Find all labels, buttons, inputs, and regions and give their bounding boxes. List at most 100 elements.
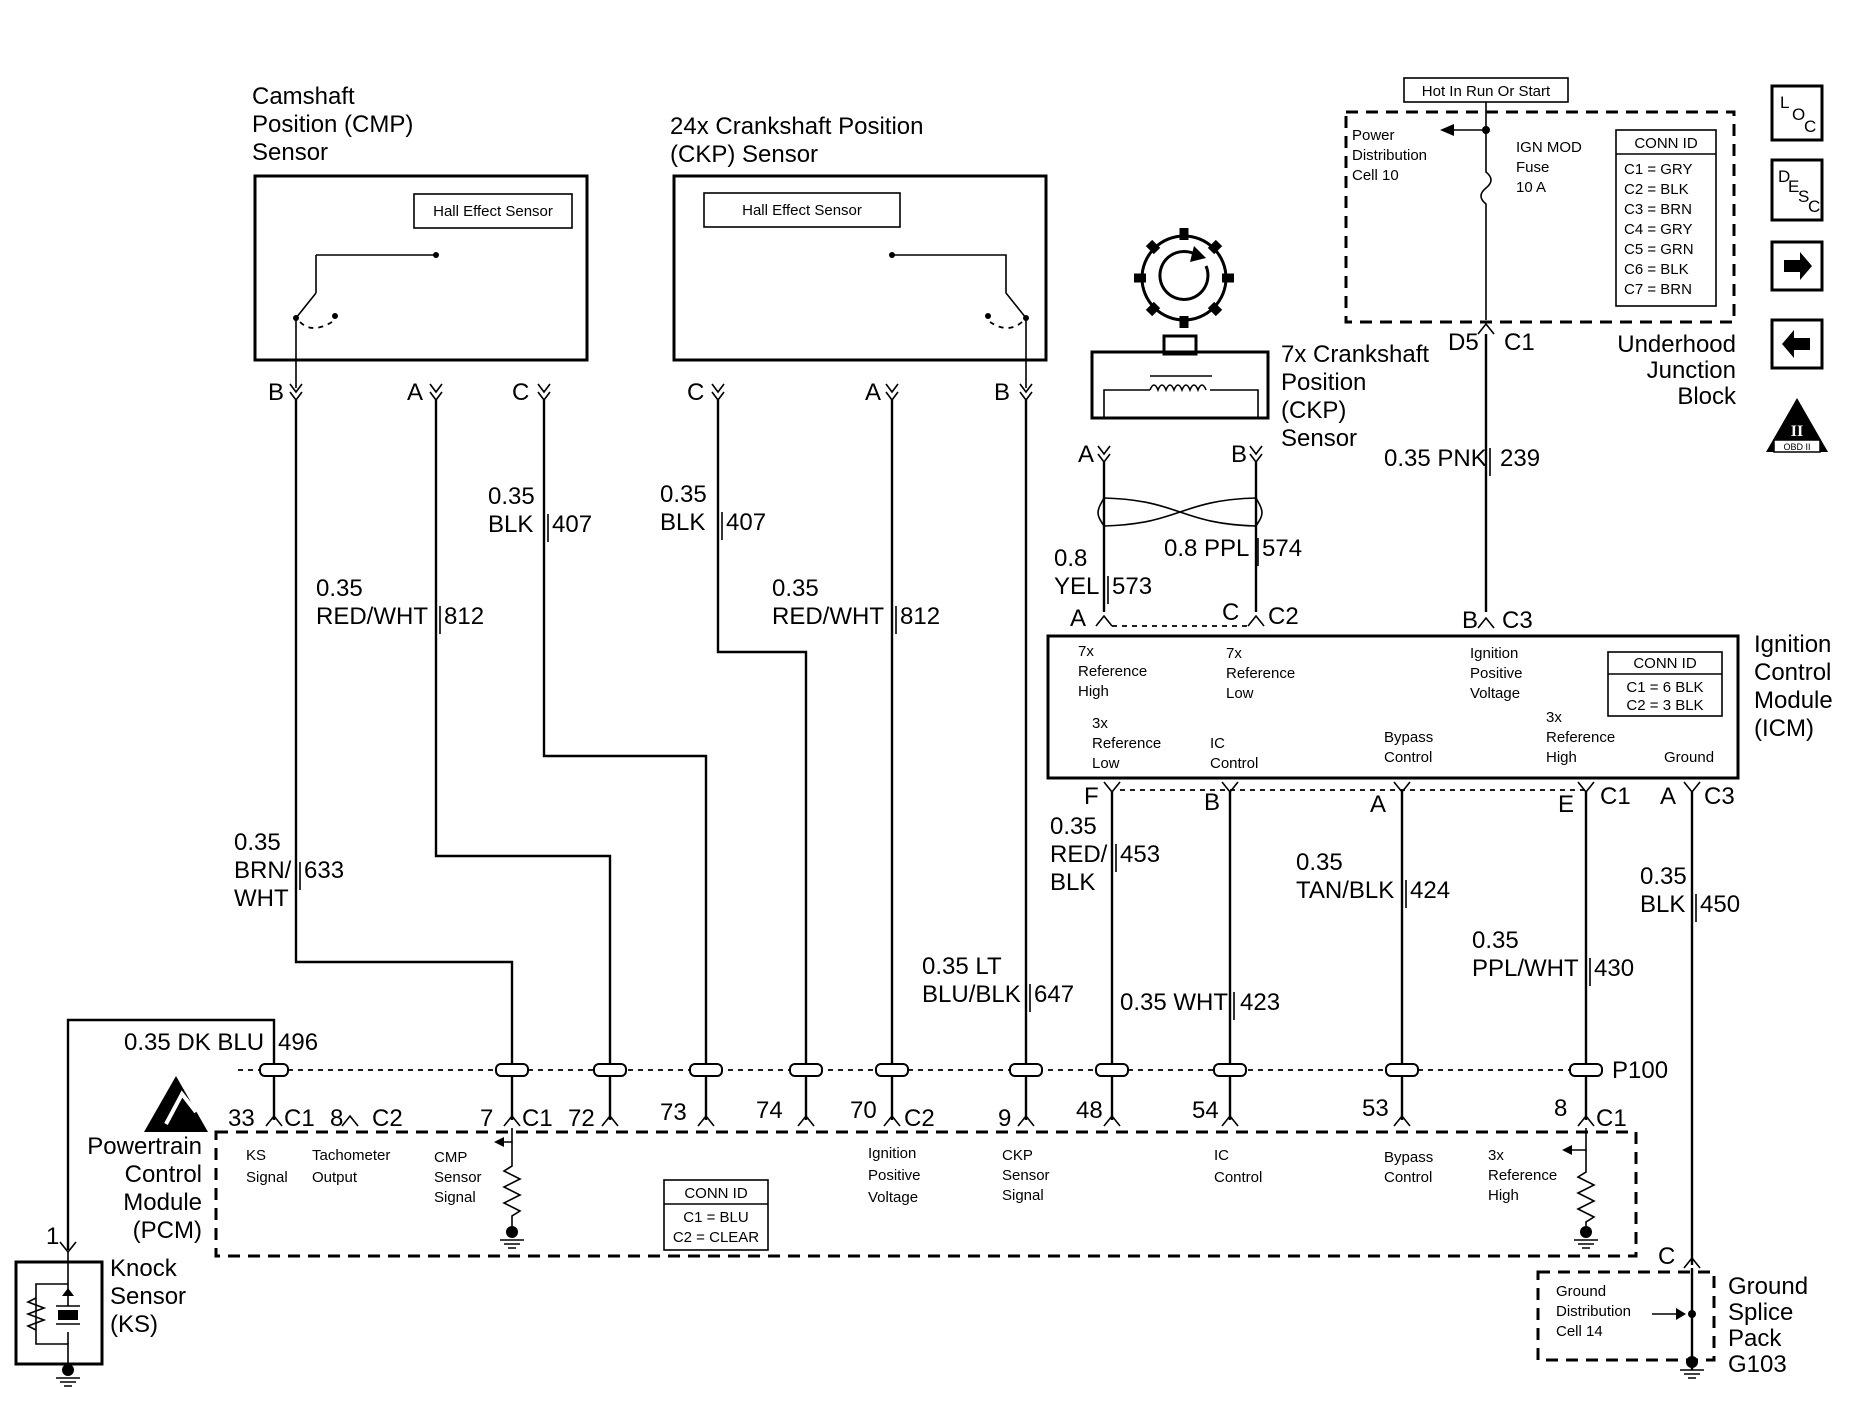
ujb-box	[1344, 110, 1736, 324]
pcm-pin-74: 74	[756, 1097, 783, 1124]
pcm-pin-7: 7	[480, 1105, 493, 1132]
ujb-fuse-1: IGN MOD	[1516, 139, 1582, 156]
icm-top-pin-c3: C3	[1502, 607, 1533, 634]
w573-gauge: 0.8	[1054, 545, 1087, 572]
gnd-title-4: G103	[1728, 1351, 1787, 1378]
w453-circuit: 453	[1120, 841, 1160, 868]
ckp24-w812-gauge: 0.35	[772, 575, 819, 602]
gnd-pin: C	[1658, 1243, 1675, 1270]
icm-ic-1: IC	[1210, 735, 1225, 752]
desc-e: E	[1788, 177, 1799, 196]
pcm-pin-73: 73	[660, 1099, 687, 1126]
ckp24-hall-box	[703, 192, 901, 228]
icm-pin-b: B	[1204, 789, 1220, 816]
pcm-pin-9: 9	[998, 1105, 1011, 1132]
icm-ref7h-1: 7x	[1078, 643, 1094, 660]
w496-wire: 0.35 DK BLU	[124, 1029, 264, 1056]
icm-ref7h-3: High	[1078, 683, 1109, 700]
ckp7-title-3: (CKP)	[1281, 397, 1346, 424]
cmp-title-2: Position (CMP)	[252, 111, 413, 138]
w430-circuit: 430	[1594, 955, 1634, 982]
cmp-sensor: Camshaft Position (CMP) Sensor Hall Effe…	[252, 83, 589, 388]
icm-top-pin-a: A	[1070, 605, 1086, 632]
w424-color: TAN/BLK	[1296, 877, 1394, 904]
powertrain-control-module: 33 C1 8 C2 7 C1 72 73 74 70 C2 9 48 54 5…	[87, 1076, 1638, 1258]
nav-prev-button[interactable]	[1770, 318, 1824, 370]
icm-ref3l-1: 3x	[1092, 715, 1108, 732]
pcm-cmp-2: Sensor	[434, 1169, 482, 1186]
w574-wire: 0.8 PPL	[1164, 535, 1249, 562]
pcm-pin-c1-c: C1	[1596, 1105, 1627, 1132]
ckp24-title-2: (CKP) Sensor	[670, 141, 818, 168]
icm-conn-box	[1607, 651, 1723, 717]
ckp24-sensor-box	[672, 174, 1048, 362]
pcm-conn-2: C2 = CLEAR	[673, 1229, 759, 1246]
nav-desc-button[interactable]: D E S C	[1770, 158, 1824, 222]
icm-box	[1046, 634, 1740, 780]
pcm-ref3h-3: High	[1488, 1187, 1519, 1204]
ujb-conn-title: CONN ID	[1634, 135, 1698, 152]
cmp-title-3: Sensor	[252, 139, 328, 166]
pcm-bypass-1: Bypass	[1384, 1149, 1433, 1166]
w430-gauge: 0.35	[1472, 927, 1519, 954]
pcm-tach-1: Tachometer	[312, 1147, 390, 1164]
icm-ign-3: Voltage	[1470, 685, 1520, 702]
w573-circuit: 573	[1112, 573, 1152, 600]
pcm-ign-2: Positive	[868, 1167, 921, 1184]
ground-splice-pack: C Ground Distribution Cell 14 Ground Spl…	[1536, 1243, 1808, 1379]
ujb-conn-6: C6 = BLK	[1624, 261, 1689, 278]
cmp-pullup-resistor-icon	[494, 1128, 524, 1249]
sensor-wires	[294, 400, 1028, 1068]
pcm-pin-53: 53	[1362, 1095, 1389, 1122]
ckp24-hall-label: Hall Effect Sensor	[742, 202, 862, 219]
w574-circuit: 574	[1262, 535, 1302, 562]
ujb-conn-2: C2 = BLK	[1624, 181, 1689, 198]
w633-circuit: 633	[304, 857, 344, 884]
pcm-conn-box	[663, 1179, 769, 1251]
nav-next-button[interactable]	[1770, 240, 1824, 292]
w633-gauge: 0.35	[234, 829, 281, 856]
icm-bypass-2: Control	[1384, 749, 1432, 766]
cmp-w812-gauge: 0.35	[316, 575, 363, 602]
nav-loc-button[interactable]: L O C	[1770, 84, 1824, 142]
pcm-ks-1: KS	[246, 1147, 266, 1164]
ckp24-w407-circuit: 407	[726, 509, 766, 536]
gnd-label-2: Distribution	[1556, 1303, 1631, 1320]
ujb-conn-3: C3 = BRN	[1624, 201, 1692, 218]
icm-pin-f: F	[1084, 783, 1099, 810]
pcm-conn-title: CONN ID	[684, 1185, 748, 1202]
w496-circuit: 496	[278, 1029, 318, 1056]
icm-ref3h-2: Reference	[1546, 729, 1615, 746]
ujb-conn-1: C1 = GRY	[1624, 161, 1693, 178]
pcm-pin-8b: 8	[1554, 1095, 1567, 1122]
pcm-title-1: Powertrain	[87, 1133, 202, 1160]
gnd-title-2: Splice	[1728, 1299, 1793, 1326]
pcm-ckp-1: CKP	[1002, 1147, 1033, 1164]
ujb-conn-4: C4 = GRY	[1624, 221, 1693, 238]
w453-color2: BLK	[1050, 869, 1095, 896]
ckp24-w812-color: RED/WHT	[772, 603, 884, 630]
pcm-ign-3: Voltage	[868, 1189, 918, 1206]
sensor-pin-labels: B A C C A B	[268, 379, 1010, 406]
desc-c: C	[1808, 197, 1820, 216]
w239-wire: 0.35 PNK	[1384, 445, 1487, 472]
icm-title-3: Module	[1754, 687, 1833, 714]
ckp7-title-1: 7x Crankshaft	[1281, 341, 1429, 368]
pcm-box	[214, 1130, 1638, 1258]
pcm-ic-2: Control	[1214, 1169, 1262, 1186]
icm-ign-1: Ignition	[1470, 645, 1518, 662]
ujb-title-2: Junction	[1647, 357, 1736, 384]
ckp7-title-4: Sensor	[1281, 425, 1357, 452]
icm-ref7l-2: Reference	[1226, 665, 1295, 682]
pcm-pin-72: 72	[568, 1105, 595, 1132]
pcm-bypass-2: Control	[1384, 1169, 1432, 1186]
desc-s: S	[1798, 187, 1809, 206]
cmp-pin-a: A	[407, 379, 423, 406]
w647-circuit: 647	[1034, 981, 1074, 1008]
ckp24-pin-a: A	[865, 379, 881, 406]
w450-circuit: 450	[1700, 891, 1740, 918]
obd-ii-icon[interactable]: II OBD II	[1766, 398, 1828, 453]
hot-in-run-label: Hot In Run Or Start	[1422, 83, 1551, 100]
icm-pin-c3: C3	[1704, 783, 1735, 810]
ckp24-w812-circuit: 812	[900, 603, 940, 630]
